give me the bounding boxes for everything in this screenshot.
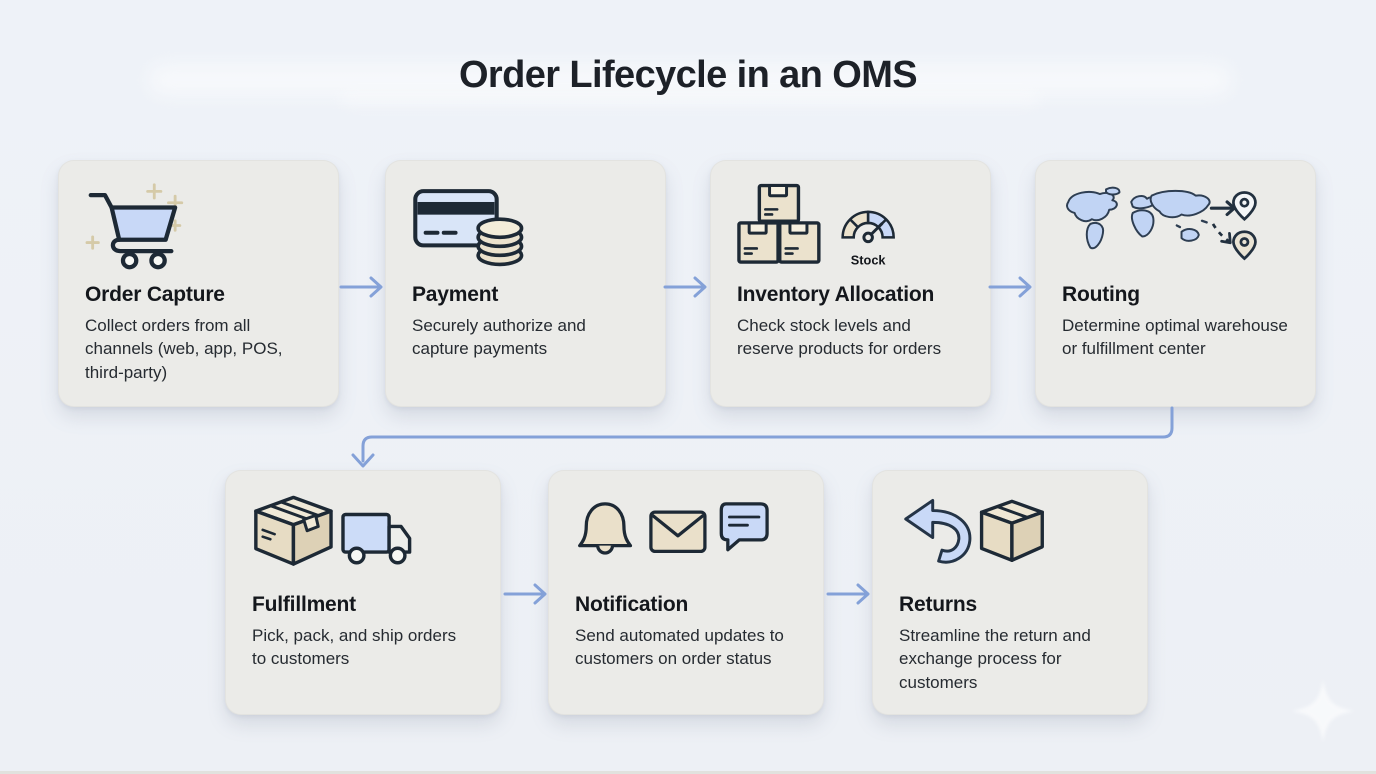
page-title: Order Lifecycle in an OMS [458,54,918,96]
card-inventory-allocation: Stock Inventory Allocation Check stock l… [710,160,991,407]
card-description: Pick, pack, and ship orders to customers [252,626,457,669]
bell-icon [578,502,633,555]
card-returns: Returns Streamline the return and exchan… [872,470,1148,715]
bell-mail-chat-icon [578,502,769,555]
route-arrows [1209,199,1236,244]
card-notification: Notification Send automated updates to c… [548,470,824,715]
credit-card-coins-icon [413,188,524,266]
card-title: Returns [899,593,977,616]
card-title: Inventory Allocation [737,283,935,306]
return-arrow-box-icon [904,498,1044,564]
card-fulfillment: Fulfillment Pick, pack, and ship orders … [225,470,501,715]
stacked-boxes-icon [737,183,821,264]
bottom-edge-line [0,771,1376,774]
boxes-stock-gauge-icon: Stock [737,183,895,267]
icon-wrap [412,179,639,271]
card-title: Notification [575,593,689,616]
package-truck-icon [254,495,412,566]
flow-arrow-icon [503,583,547,605]
icon-wrap [85,179,312,271]
location-pin-icon [1232,190,1257,221]
return-arrow-icon [904,498,972,564]
card-title: Routing [1062,283,1140,306]
flow-arrow-icon [826,583,870,605]
shopping-cart-icon [85,182,184,269]
flow-arrow-icon [988,276,1032,298]
title-glow-secondary [340,92,1040,106]
envelope-icon [649,510,707,553]
icon-wrap [252,489,474,581]
package-box-icon [979,499,1044,562]
delivery-truck-icon [341,512,412,565]
chat-bubble-icon [719,502,769,552]
card-order-capture: Order Capture Collect orders from all ch… [58,160,339,407]
card-title: Payment [412,283,499,306]
card-description: Send automated updates to customers on o… [575,626,784,669]
flow-arrow-icon [339,276,383,298]
title-glow [148,64,1232,96]
sparkle-icon [1292,680,1354,742]
world-map-route-pins-icon [1066,186,1257,260]
card-routing: Routing Determine optimal warehouse or f… [1035,160,1316,407]
icon-wrap: Stock [737,179,964,271]
card-title: Order Capture [85,283,225,306]
icon-wrap [1062,179,1289,271]
gauge-label: Stock [851,252,887,267]
coin-stack [476,216,524,266]
card-title: Fulfillment [252,593,356,616]
card-payment: Payment Securely authorize and capture p… [385,160,666,407]
card-description: Check stock levels and reserve products … [737,316,942,359]
card-description: Determine optimal warehouse or fulfillme… [1062,316,1288,359]
icon-wrap [899,489,1121,581]
card-description: Securely authorize and capture payments [412,316,586,359]
world-map-icon [1066,186,1211,249]
stock-gauge-icon: Stock [841,210,895,267]
flow-arrow-icon [663,276,707,298]
header: Order Lifecycle in an OMS [0,54,1376,97]
location-pin-icon [1232,229,1257,260]
card-description: Streamline the return and exchange proce… [899,626,1091,692]
package-box-icon [254,495,333,566]
card-description: Collect orders from all channels (web, a… [85,316,283,382]
icon-wrap [575,489,797,581]
